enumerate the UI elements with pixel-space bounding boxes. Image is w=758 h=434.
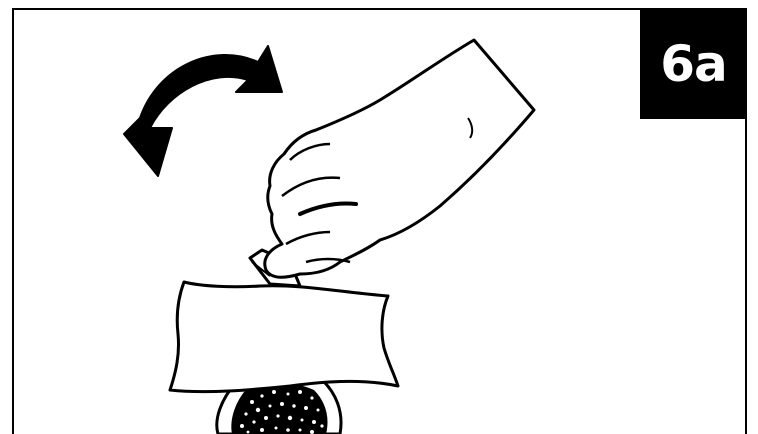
tear-strip bbox=[170, 282, 398, 392]
hand-icon bbox=[265, 40, 534, 277]
curved-double-arrow-icon bbox=[124, 46, 282, 176]
step-number-label: 6a bbox=[660, 39, 727, 89]
step-badge: 6a bbox=[640, 8, 747, 119]
